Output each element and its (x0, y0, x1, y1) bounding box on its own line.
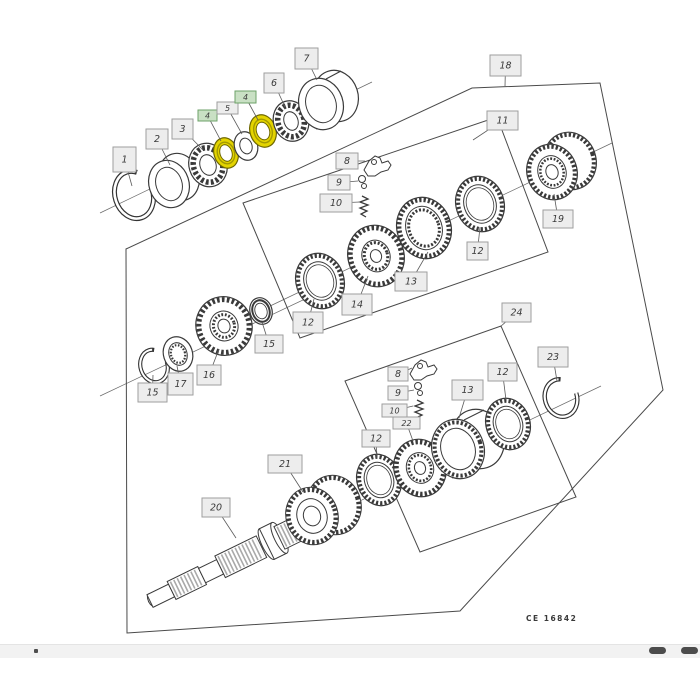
round-button-right[interactable] (681, 647, 698, 654)
part-label-9-lower[interactable]: 9 (387, 385, 415, 401)
part-sleeve-13-mid (395, 196, 453, 260)
part-label-17[interactable]: 17 (167, 365, 194, 396)
svg-text:22: 22 (401, 419, 411, 428)
part-label-20[interactable]: 20 (201, 497, 237, 539)
svg-text:9: 9 (336, 178, 342, 189)
svg-text:14: 14 (351, 300, 363, 311)
part-pinion-gear-16 (195, 296, 253, 356)
svg-text:11: 11 (496, 116, 508, 127)
svg-text:8: 8 (344, 156, 350, 167)
svg-text:1: 1 (121, 155, 127, 166)
svg-text:23: 23 (547, 352, 559, 363)
svg-text:15: 15 (263, 339, 275, 350)
svg-text:10: 10 (389, 407, 399, 416)
part-label-14[interactable]: 14 (341, 275, 373, 316)
part-label-3[interactable]: 3 (171, 118, 204, 151)
svg-text:4: 4 (205, 112, 210, 121)
part-synchro-hub-14 (347, 224, 405, 288)
part-label-10-upper[interactable]: 10 (319, 193, 361, 213)
svg-text:20: 20 (210, 503, 222, 514)
svg-text:24: 24 (510, 308, 522, 319)
svg-text:4: 4 (243, 93, 248, 102)
part-label-22[interactable]: 22 (392, 416, 421, 442)
svg-text:16: 16 (203, 370, 215, 381)
svg-text:10: 10 (330, 198, 342, 209)
kit-boundary-group-11 (242, 116, 549, 339)
part-label-4-left-highlighted[interactable]: 4 (197, 109, 222, 142)
part-thrust-washer-4-right-highlighted (249, 114, 277, 148)
part-label-10-lower[interactable]: 10 (381, 403, 414, 418)
part-label-12-mid-left[interactable]: 12 (292, 298, 324, 334)
svg-text:15: 15 (146, 388, 158, 399)
svg-text:7: 7 (303, 54, 309, 65)
part-shift-bracket-8-upper (363, 155, 392, 177)
part-spring-10-lower (413, 399, 425, 419)
part-gear-19 (526, 131, 597, 201)
dot-marker-icon (34, 649, 38, 653)
part-blocker-ring-12-mid-right (454, 175, 506, 233)
part-label-15-right[interactable]: 15 (254, 321, 284, 354)
kit-boundary-outer (125, 82, 664, 634)
part-shaft-20 (146, 509, 321, 608)
part-label-13-mid[interactable]: 13 (394, 251, 429, 292)
part-label-2[interactable]: 2 (145, 128, 171, 166)
part-label-8-lower[interactable]: 8 (387, 366, 413, 382)
part-label-12-lower-left[interactable]: 12 (361, 429, 391, 459)
part-washer-17 (162, 336, 194, 372)
part-label-13-lower[interactable]: 13 (451, 379, 484, 419)
svg-text:21: 21 (279, 459, 291, 470)
svg-text:12: 12 (302, 318, 314, 329)
part-label-19[interactable]: 19 (542, 193, 574, 229)
part-label-12-mid-right[interactable]: 12 (466, 226, 489, 261)
part-label-23[interactable]: 23 (537, 346, 569, 382)
part-shift-bracket-8-lower (409, 359, 438, 381)
part-labels-layer: 1234546718118910121314121915161715242312… (112, 47, 574, 539)
svg-text:12: 12 (496, 367, 508, 378)
svg-text:2: 2 (154, 134, 160, 145)
part-label-18[interactable]: 18 (489, 54, 522, 87)
svg-text:19: 19 (552, 214, 564, 225)
part-label-21[interactable]: 21 (267, 454, 304, 493)
part-detent-pin-9-upper (358, 175, 367, 189)
part-label-7[interactable]: 7 (294, 47, 319, 81)
svg-text:5: 5 (225, 104, 230, 113)
part-label-24[interactable]: 24 (499, 302, 532, 328)
part-snap-ring-23 (542, 377, 580, 419)
part-label-6[interactable]: 6 (263, 72, 286, 108)
part-label-8-upper[interactable]: 8 (335, 152, 365, 170)
figure-code: CE 16842 (526, 614, 578, 623)
part-detent-pin-9-lower (414, 382, 423, 396)
part-label-5[interactable]: 5 (216, 101, 243, 135)
svg-text:12: 12 (471, 246, 483, 257)
svg-text:9: 9 (395, 388, 401, 399)
part-label-11[interactable]: 11 (472, 110, 519, 141)
svg-text:3: 3 (179, 124, 185, 135)
part-bearing-cup-7 (297, 69, 360, 131)
round-button-left[interactable] (649, 647, 666, 654)
part-spring-10-upper (358, 195, 370, 218)
part-blocker-ring-12-lower-right (484, 397, 532, 451)
part-label-1[interactable]: 1 (112, 146, 137, 187)
part-ring-15-right (249, 297, 273, 325)
svg-text:6: 6 (271, 78, 277, 89)
part-label-15-left[interactable]: 15 (137, 374, 168, 403)
part-gear-21 (285, 474, 362, 546)
svg-text:12: 12 (370, 434, 382, 445)
svg-text:13: 13 (461, 385, 473, 396)
svg-text:17: 17 (174, 379, 186, 390)
part-label-9-upper[interactable]: 9 (327, 174, 359, 191)
status-bar[interactable] (0, 644, 700, 658)
part-label-12-lower-right[interactable]: 12 (487, 362, 518, 401)
svg-text:18: 18 (499, 61, 511, 72)
part-blocker-ring-12-mid-left (294, 252, 346, 310)
part-label-16[interactable]: 16 (196, 348, 222, 386)
svg-text:8: 8 (395, 369, 401, 380)
part-label-4-right-highlighted[interactable]: 4 (234, 90, 259, 121)
svg-text:13: 13 (405, 277, 417, 288)
